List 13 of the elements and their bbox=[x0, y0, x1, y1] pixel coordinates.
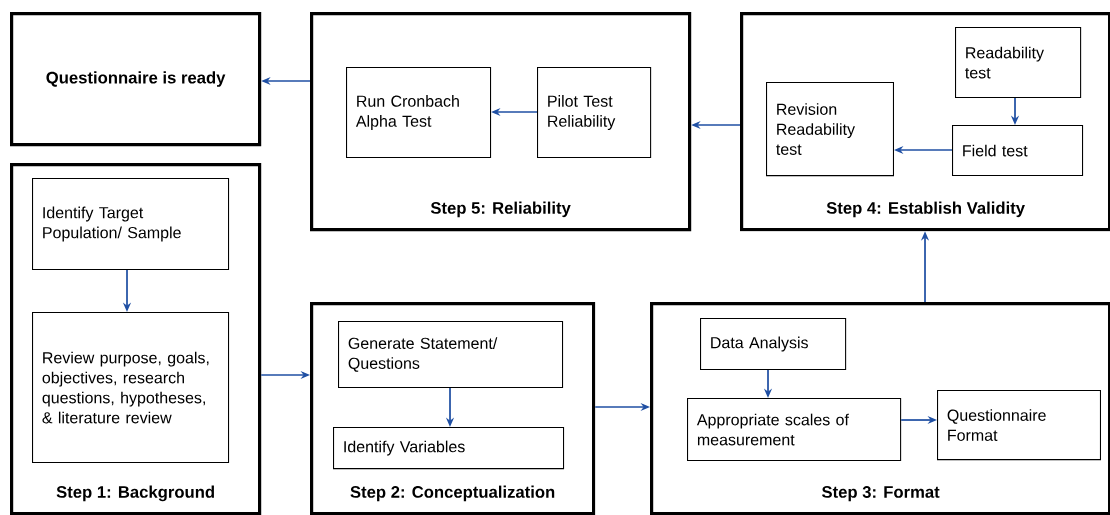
process-box: Review purpose, goals, objectives, research questions, hypotheses, & literature review bbox=[32, 312, 230, 464]
process-box: Questionnaire Format bbox=[937, 390, 1101, 461]
process-box: Generate Statement/ Questions bbox=[338, 321, 564, 389]
result-box: Questionnaire is ready bbox=[10, 12, 262, 147]
process-box: Pilot Test Reliability bbox=[537, 67, 652, 159]
process-box: Identify Variables bbox=[333, 427, 565, 470]
process-box: Identify Target Population/ Sample bbox=[32, 178, 230, 270]
process-box: Run Cronbach Alpha Test bbox=[346, 67, 492, 159]
process-box: Revision Readability test bbox=[766, 82, 894, 177]
process-box: Appropriate scales of measurement bbox=[687, 398, 902, 462]
process-box: Readability test bbox=[955, 27, 1082, 99]
process-box: Field test bbox=[952, 125, 1084, 177]
process-box: Data Analysis bbox=[700, 318, 847, 370]
